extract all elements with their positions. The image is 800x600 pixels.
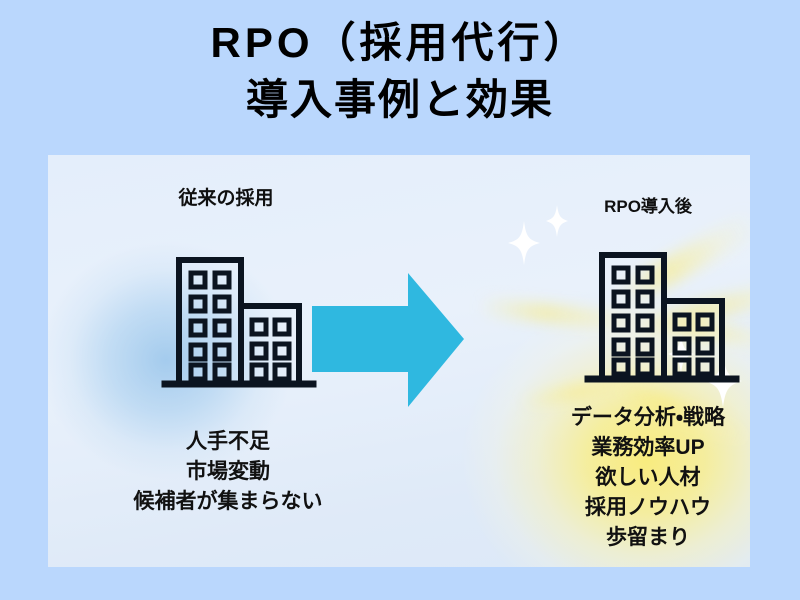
before-point: 人手不足	[186, 430, 270, 453]
before-point: 候補者が集まらない	[133, 490, 323, 513]
page-title: RPO（採用代行） 導入事例と効果	[0, 14, 800, 128]
after-point: 欲しい人材	[595, 466, 701, 489]
right-arrow-icon	[312, 273, 464, 407]
after-point: 採用ノウハウ	[585, 496, 711, 519]
after-point: データ分析・戦略	[570, 406, 726, 429]
office-buildings-icon-before	[153, 250, 323, 400]
after-points-list: データ分析・戦略 業務効率UP 欲しい人材 採用ノウハウ 歩留まり	[528, 403, 750, 553]
after-point: 歩留まり	[606, 526, 690, 549]
before-column-label: 従来の採用	[178, 188, 274, 209]
after-point: 業務効率UP	[591, 436, 705, 459]
title-line-2: 導入事例と効果	[245, 76, 554, 123]
before-points-list: 人手不足 市場変動 候補者が集まらない	[98, 427, 358, 517]
sparkle-icon	[508, 221, 540, 265]
title-line-1: RPO（採用代行）	[210, 19, 590, 66]
comparison-panel: 従来の採用	[48, 155, 750, 567]
office-buildings-icon-after	[576, 245, 746, 395]
before-point: 市場変動	[186, 460, 270, 483]
after-column-label: RPO導入後	[604, 197, 692, 216]
